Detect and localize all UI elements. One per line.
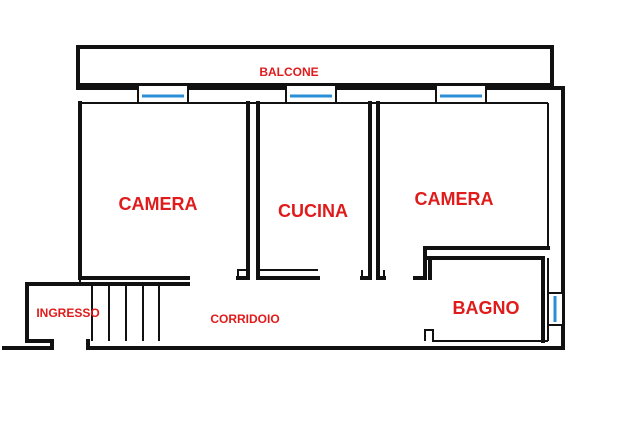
window-cucina [285,84,337,104]
ingresso-inner [51,278,81,348]
stairs [91,286,160,341]
room-camera-left-inner [237,103,249,278]
room-camera-left-walls [78,101,250,280]
window-bagno [547,292,564,326]
window-camera-right [435,84,487,104]
room-bagno-walls [423,256,545,343]
label-camera-left: CAMERA [119,194,198,214]
label-ingresso: INGRESSO [36,306,99,320]
label-cucina: CUCINA [278,201,348,221]
label-camera-right: CAMERA [415,189,494,209]
label-corridoio: CORRIDOIO [210,312,279,326]
room-camera-right-walls [376,101,550,280]
balcony-outline [76,45,554,87]
outer-wall-bottom-inner [87,329,548,348]
label-bagno: BAGNO [453,298,520,318]
room-cucina-inner [258,103,371,278]
label-balcone: BALCONE [259,65,318,79]
room-cucina-walls [256,101,372,280]
window-camera-left [137,84,189,104]
